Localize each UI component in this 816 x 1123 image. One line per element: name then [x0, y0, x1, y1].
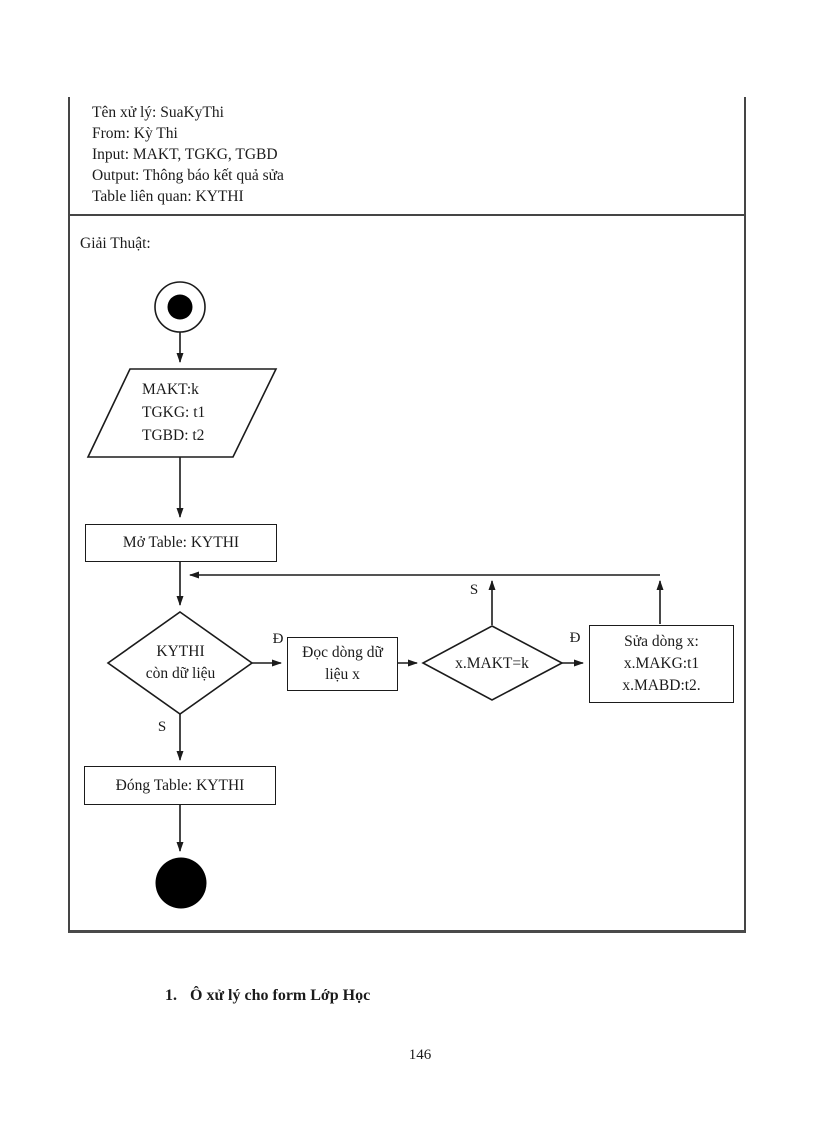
decision2-false-label: S — [469, 582, 479, 598]
open-table-box: Mở Table: KYTHI — [85, 524, 277, 562]
input-line-tgkg: TGKG: t1 — [142, 404, 206, 421]
list-caption-number: 1. — [165, 987, 177, 1004]
input-line-tgbd: TGBD: t2 — [142, 427, 205, 444]
spec-line-input: Input: MAKT, TGKG, TGBD — [92, 146, 278, 163]
list-caption-text: Ô xử lý cho form Lớp Học — [190, 987, 371, 1004]
read-row-box: Đọc dòng dữ liệu x — [287, 637, 398, 691]
close-table-label: Đóng Table: KYTHI — [115, 776, 245, 794]
spec-line-output: Output: Thông báo kết quả sửa — [92, 167, 284, 184]
update-row-line1: Sửa dòng x: — [624, 633, 699, 650]
decision1-line1: KYTHI — [156, 643, 205, 660]
spec-line-from: From: Kỳ Thi — [92, 125, 178, 142]
close-table-box: Đóng Table: KYTHI — [84, 766, 276, 805]
read-row-line2: liệu x — [325, 666, 360, 683]
process-spec-container — [68, 97, 746, 933]
decision2-true-label: Đ — [569, 630, 581, 646]
update-row-line2: x.MAKG:t1 — [623, 655, 700, 672]
list-caption: 1. Ô xử lý cho form Lớp Học — [165, 987, 370, 1005]
update-row-line3: x.MABD:t2. — [622, 677, 701, 694]
decision1-line2: còn dữ liệu — [145, 665, 216, 682]
decision2-text: x.MAKT=k — [455, 655, 529, 672]
input-parallelogram-text: MAKT:k TGKG: t1 TGBD: t2 — [142, 378, 205, 447]
page-number: 146 — [408, 1047, 432, 1063]
section-label-giai-thuat: Giải Thuật: — [80, 235, 151, 252]
spec-line-table-lien-quan: Table liên quan: KYTHI — [92, 188, 244, 205]
decision1-false-label: S — [157, 719, 167, 735]
open-table-label: Mở Table: KYTHI — [122, 534, 240, 551]
read-row-line1: Đọc dòng dữ — [302, 644, 383, 661]
update-row-box: Sửa dòng x: x.MAKG:t1 x.MABD:t2. — [589, 625, 734, 703]
decision1-true-label: Đ — [272, 631, 284, 647]
decision1-text: KYTHI còn dữ liệu — [108, 641, 253, 685]
spec-line-ten-xu-ly: Tên xử lý: SuaKyThi — [92, 104, 224, 121]
input-line-makt: MAKT:k — [142, 381, 199, 398]
header-flow-divider — [68, 214, 746, 216]
